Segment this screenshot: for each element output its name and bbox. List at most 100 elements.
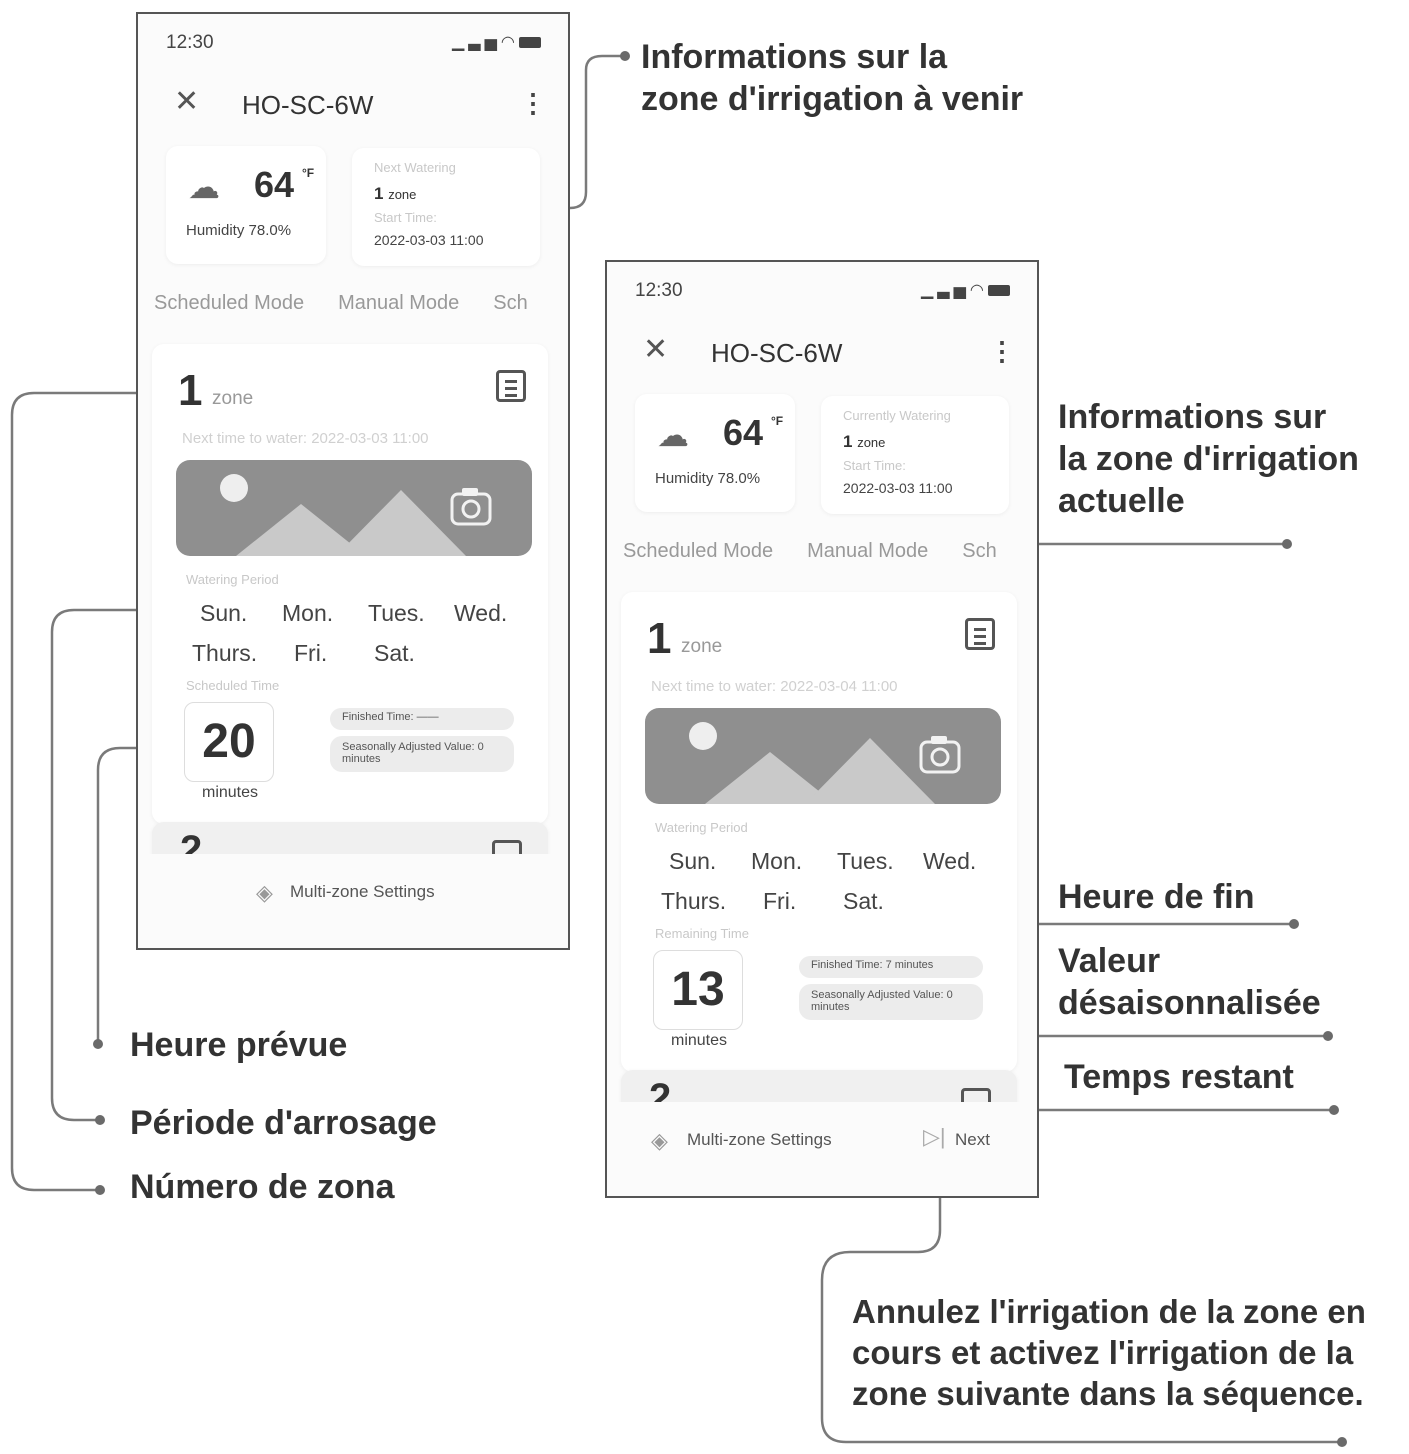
callout-deseasonal: Valeur désaisonnalisée [1058,942,1321,1023]
status-icons: ▁▃▅◠ [452,32,541,52]
signal-icon: ▁▃▅ [921,282,970,299]
image-placeholder-graphic [220,474,492,556]
callout-next-zone: Annulez l'irrigation de la zone en cours… [852,1293,1366,1412]
next-time-to-water: Next time to water: 2022-03-03 11:00 [182,430,429,447]
day-wed: Wed. [923,848,977,874]
minutes-value: 20 [202,715,256,768]
scheduled-time-label: Scheduled Time [186,678,280,693]
tab-schedule-truncated[interactable]: Sch [962,540,997,562]
weather-card: ☁ 64 °F Humidity 78.0% [166,146,326,264]
tab-manual-mode[interactable]: Manual Mode [338,292,460,314]
tab-scheduled-mode[interactable]: Scheduled Mode [623,540,774,562]
phone-screen-current: 12:30 ▁▃▅◠ ✕ HO-SC-6W ⋮ ☁ 64 °F Humidity… [605,260,1039,1198]
zone-image-placeholder[interactable] [645,708,1001,804]
day-sun: Sun. [200,600,248,626]
day-wed: Wed. [454,600,508,626]
humidity: Humidity 78.0% [655,470,761,487]
minutes-value: 13 [671,963,725,1016]
tab-scheduled-mode[interactable]: Scheduled Mode [154,292,305,314]
close-icon[interactable]: ✕ [643,333,669,366]
layers-icon: ◈ [651,1128,668,1153]
day-thurs: Thurs. [661,888,727,914]
skip-next-icon[interactable]: ▷| [923,1124,946,1149]
minutes-label: minutes [201,784,259,801]
layers-icon: ◈ [256,880,273,905]
tab-schedule-truncated[interactable]: Sch [493,292,528,314]
temperature-unit: °F [302,166,315,180]
callout-watering-period: Période d'arrosage [130,1104,437,1142]
day-thurs: Thurs. [192,640,258,666]
image-placeholder-graphic [689,722,961,804]
finished-time: Finished Time: —— [330,708,514,730]
temperature: 64 [723,412,764,453]
temperature: 64 [254,164,295,205]
device-title: HO-SC-6W [711,338,843,368]
zone-word: zone [681,636,723,657]
start-time-value: 2022-03-03 11:00 [374,232,484,248]
callout-zone-number: Número de zona [130,1168,395,1206]
zone-number: 1 [178,366,203,415]
minutes-box: 20 [184,702,274,782]
zone-card: 1 zone Next time to water: 2022-03-04 11… [621,592,1017,1072]
wifi-icon: ◠ [969,282,988,299]
status-time: 12:30 [635,280,683,301]
mode-tabs: Scheduled Mode Manual Mode Sch [154,292,562,315]
wifi-icon: ◠ [500,34,519,51]
day-fri: Fri. [763,888,797,914]
next-watering-card[interactable]: Next Watering 1 zone Start Time: 2022-03… [352,148,540,266]
day-tues: Tues. [837,848,894,874]
close-icon[interactable]: ✕ [174,85,200,118]
currently-watering-card[interactable]: Currently Watering 1 zone Start Time: 20… [821,396,1009,514]
mode-tabs: Scheduled Mode Manual Mode Sch [623,540,1031,563]
cloud-icon: ☁ [188,169,220,205]
minutes-label: minutes [670,1032,728,1049]
camera-icon [450,488,492,526]
battery-icon [518,37,541,49]
multi-zone-settings-button[interactable]: Multi-zone Settings [687,1130,832,1149]
seasonally-adjusted: Seasonally Adjusted Value: 0 minutes [799,984,983,1020]
remaining-time-label: Remaining Time [655,926,749,941]
phone-screen-scheduled: 12:30 ▁▃▅◠ ✕ HO-SC-6W ⋮ ☁ 64 °F Humidity… [136,12,570,950]
day-tues: Tues. [368,600,425,626]
next-button[interactable]: Next [955,1130,990,1149]
zone-word: zone [212,388,254,409]
edit-icon[interactable] [496,370,526,402]
day-fri: Fri. [294,640,328,666]
callout-upcoming-info: Informations sur la zone d'irrigation à … [641,38,1024,119]
callout-end-time: Heure de fin [1058,878,1255,916]
multi-zone-settings-button[interactable]: Multi-zone Settings [290,882,435,901]
camera-icon [919,736,961,774]
day-sun: Sun. [669,848,717,874]
next-watering-zone: 1 zone [374,184,417,203]
zone-number: 1 [647,614,672,663]
tab-manual-mode[interactable]: Manual Mode [807,540,929,562]
cloud-icon: ☁ [657,417,689,453]
day-mon: Mon. [751,848,803,874]
callout-scheduled-time: Heure prévue [130,1026,348,1064]
next-watering-label: Next Watering [374,160,456,175]
temperature-unit: °F [771,414,784,428]
device-title: HO-SC-6W [242,90,374,120]
status-time: 12:30 [166,32,214,53]
zone-image-placeholder[interactable] [176,460,532,556]
callout-current-info: Informations sur la zone d'irrigation ac… [1058,398,1359,521]
bottom-bar: ◈ Multi-zone Settings [138,854,568,948]
kebab-menu-icon[interactable]: ⋮ [520,88,546,118]
day-mon: Mon. [282,600,334,626]
watering-period-label: Watering Period [186,572,279,587]
kebab-menu-icon[interactable]: ⋮ [989,336,1015,366]
watering-period-label: Watering Period [655,820,748,835]
battery-icon [987,285,1010,297]
finished-time: Finished Time: 7 minutes [799,956,983,978]
currently-watering-zone: 1 zone [843,432,886,451]
day-sat: Sat. [374,640,415,666]
start-time-label: Start Time: [843,458,906,473]
status-icons: ▁▃▅◠ [921,280,1010,300]
start-time-value: 2022-03-03 11:00 [843,480,953,496]
weather-card: ☁ 64 °F Humidity 78.0% [635,394,795,512]
start-time-label: Start Time: [374,210,437,225]
currently-watering-label: Currently Watering [843,408,951,423]
day-sat: Sat. [843,888,884,914]
edit-icon[interactable] [965,618,995,650]
callout-remaining: Temps restant [1064,1058,1294,1096]
